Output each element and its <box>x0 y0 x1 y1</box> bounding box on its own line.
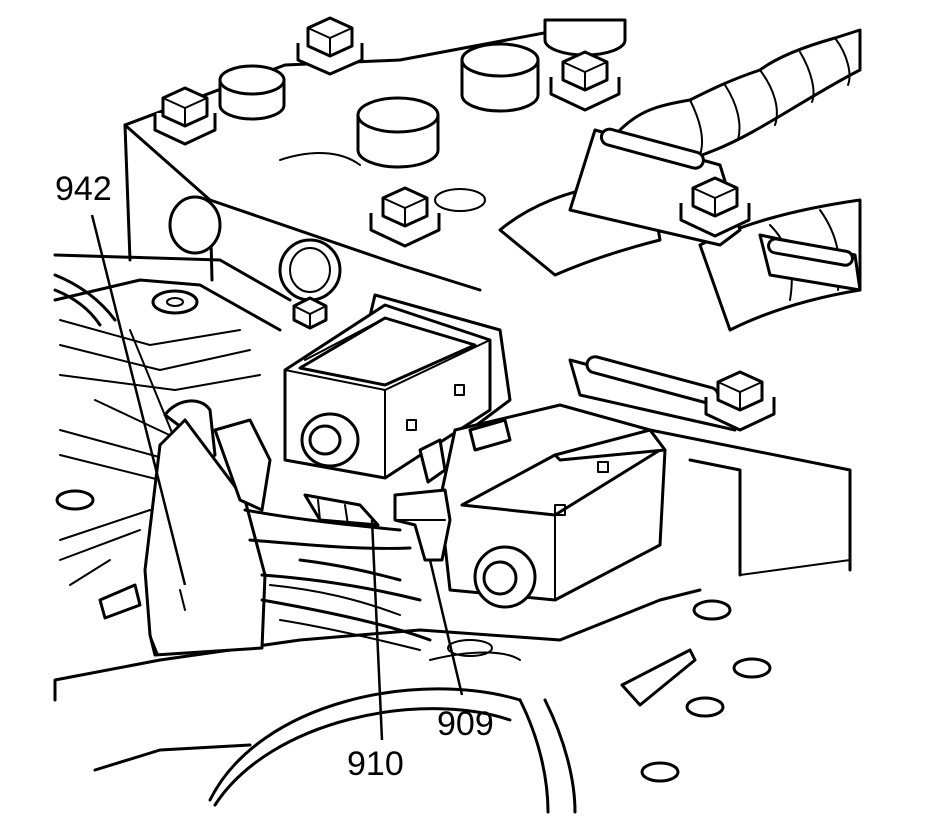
hex-bolt <box>153 86 217 146</box>
hex-bolt <box>679 176 751 238</box>
spool-valve-upper <box>618 28 862 182</box>
plate-holes <box>620 599 772 783</box>
hex-bolt-small <box>292 296 328 330</box>
hex-bolts <box>153 16 776 432</box>
connector-942 <box>143 399 272 657</box>
leader-909 <box>428 559 464 696</box>
leader-942 <box>90 214 187 586</box>
hex-bolt <box>369 186 441 248</box>
leader-lines <box>90 214 464 741</box>
solenoid-910 <box>283 293 512 527</box>
solenoid-909 <box>393 403 667 609</box>
callout-labels: 942 910 909 <box>55 170 494 783</box>
hex-bolt <box>704 370 776 432</box>
cylinder-plugs <box>218 18 627 212</box>
callout-942: 942 <box>55 170 112 208</box>
leader-910 <box>370 519 384 741</box>
wiring-bracket-area <box>53 253 292 620</box>
hex-bolt <box>296 16 364 76</box>
wire-harness <box>243 508 432 651</box>
hex-bolt <box>549 50 621 112</box>
callout-909: 909 <box>437 705 494 743</box>
callout-910: 910 <box>347 745 404 783</box>
